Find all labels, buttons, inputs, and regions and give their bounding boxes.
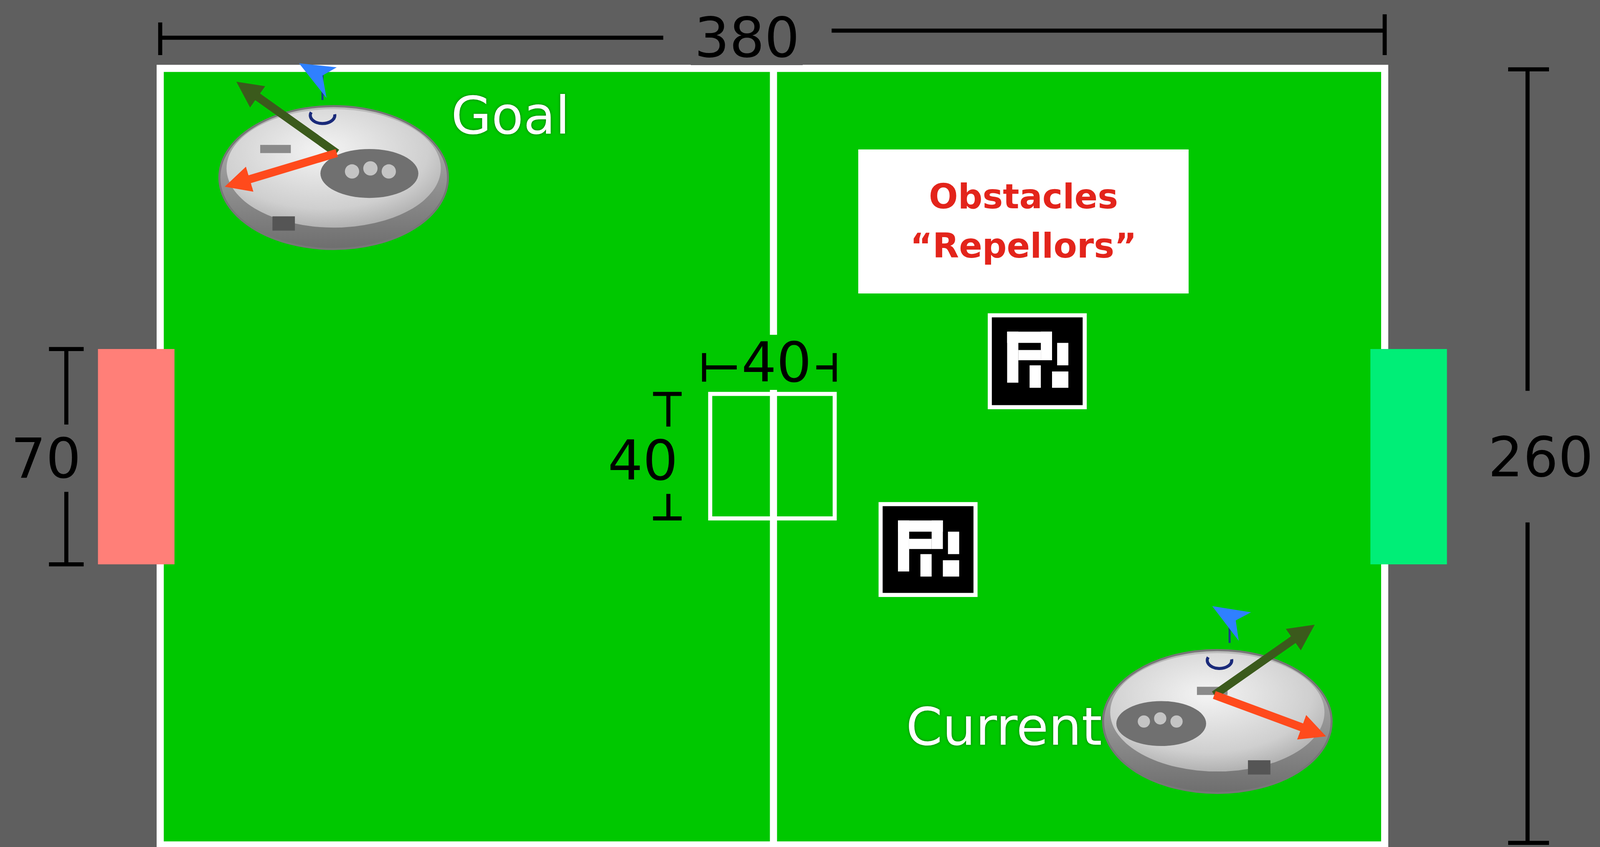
- robot-top: [1110, 653, 1325, 773]
- center-square: [709, 394, 835, 519]
- center-line: [769, 68, 777, 846]
- dimension-label: 40: [604, 433, 682, 489]
- dimension-line: [666, 394, 671, 427]
- marker-cell: [943, 560, 960, 577]
- orientation-flag: [299, 63, 337, 99]
- robot-label: Current: [905, 700, 1102, 754]
- goal-robot: [219, 106, 448, 249]
- marker-cell: [1029, 365, 1041, 388]
- dimension-line: [1525, 522, 1530, 844]
- robot-port: [1247, 760, 1271, 775]
- marker-border: [987, 313, 1087, 410]
- dimension-line: [1525, 69, 1530, 391]
- robot-port: [272, 216, 295, 231]
- rotation-arc: [1207, 657, 1233, 669]
- dimension-label: 40: [737, 334, 815, 391]
- marker-cell: [948, 532, 960, 555]
- marker-cell: [897, 520, 910, 572]
- dimension-label: 260: [1484, 429, 1597, 485]
- dimension-tick: [1382, 14, 1388, 56]
- robot-button: [381, 164, 396, 179]
- green-goal: [1370, 349, 1447, 565]
- dimension-label: 70: [7, 431, 85, 487]
- box-text: Obstacles “Repellors”: [870, 172, 1177, 272]
- marker-cell: [1006, 331, 1019, 383]
- robot-button: [344, 164, 360, 179]
- dimension-line: [831, 28, 1385, 33]
- robot-rim: [219, 106, 448, 249]
- marker-cell: [931, 520, 944, 550]
- heading-arrow: [1214, 631, 1306, 696]
- obstacle-marker: [991, 317, 1083, 406]
- dimension-line: [160, 35, 664, 41]
- marker-cell: [1040, 331, 1053, 361]
- orientation-flag: [1212, 606, 1252, 642]
- obstacle-marker: [882, 506, 974, 594]
- marker-border: [878, 502, 978, 598]
- marker-cell: [920, 554, 932, 577]
- rotation-arc: [310, 112, 335, 124]
- obstacle-note-box: Obstacles “Repellors”: [858, 149, 1190, 294]
- marker-cell: [909, 539, 932, 550]
- robot-top: [226, 109, 441, 229]
- dimension-line: [704, 365, 737, 370]
- marker-cell: [1057, 342, 1069, 366]
- dimension-line: [64, 491, 69, 565]
- robot-rim: [1103, 650, 1332, 794]
- dimension-line: [666, 494, 671, 519]
- side-arrow: [234, 153, 337, 184]
- current-robot: [1103, 650, 1332, 794]
- robot-logo: [260, 144, 291, 154]
- field: [160, 68, 1385, 846]
- dimension-label: 380: [690, 10, 803, 66]
- dimension-line: [64, 349, 69, 425]
- marker-cell: [1052, 371, 1069, 388]
- marker-cell: [1018, 349, 1041, 361]
- robot-button: [1153, 712, 1167, 725]
- robot-label: Goal: [451, 89, 571, 142]
- side-arrow: [1214, 695, 1317, 733]
- robot-panel: [1116, 701, 1207, 747]
- robot-button: [1137, 715, 1150, 728]
- red-goal: [98, 349, 175, 565]
- robot-button: [363, 161, 378, 176]
- robot-button: [1170, 715, 1183, 728]
- dimension-line: [816, 365, 835, 370]
